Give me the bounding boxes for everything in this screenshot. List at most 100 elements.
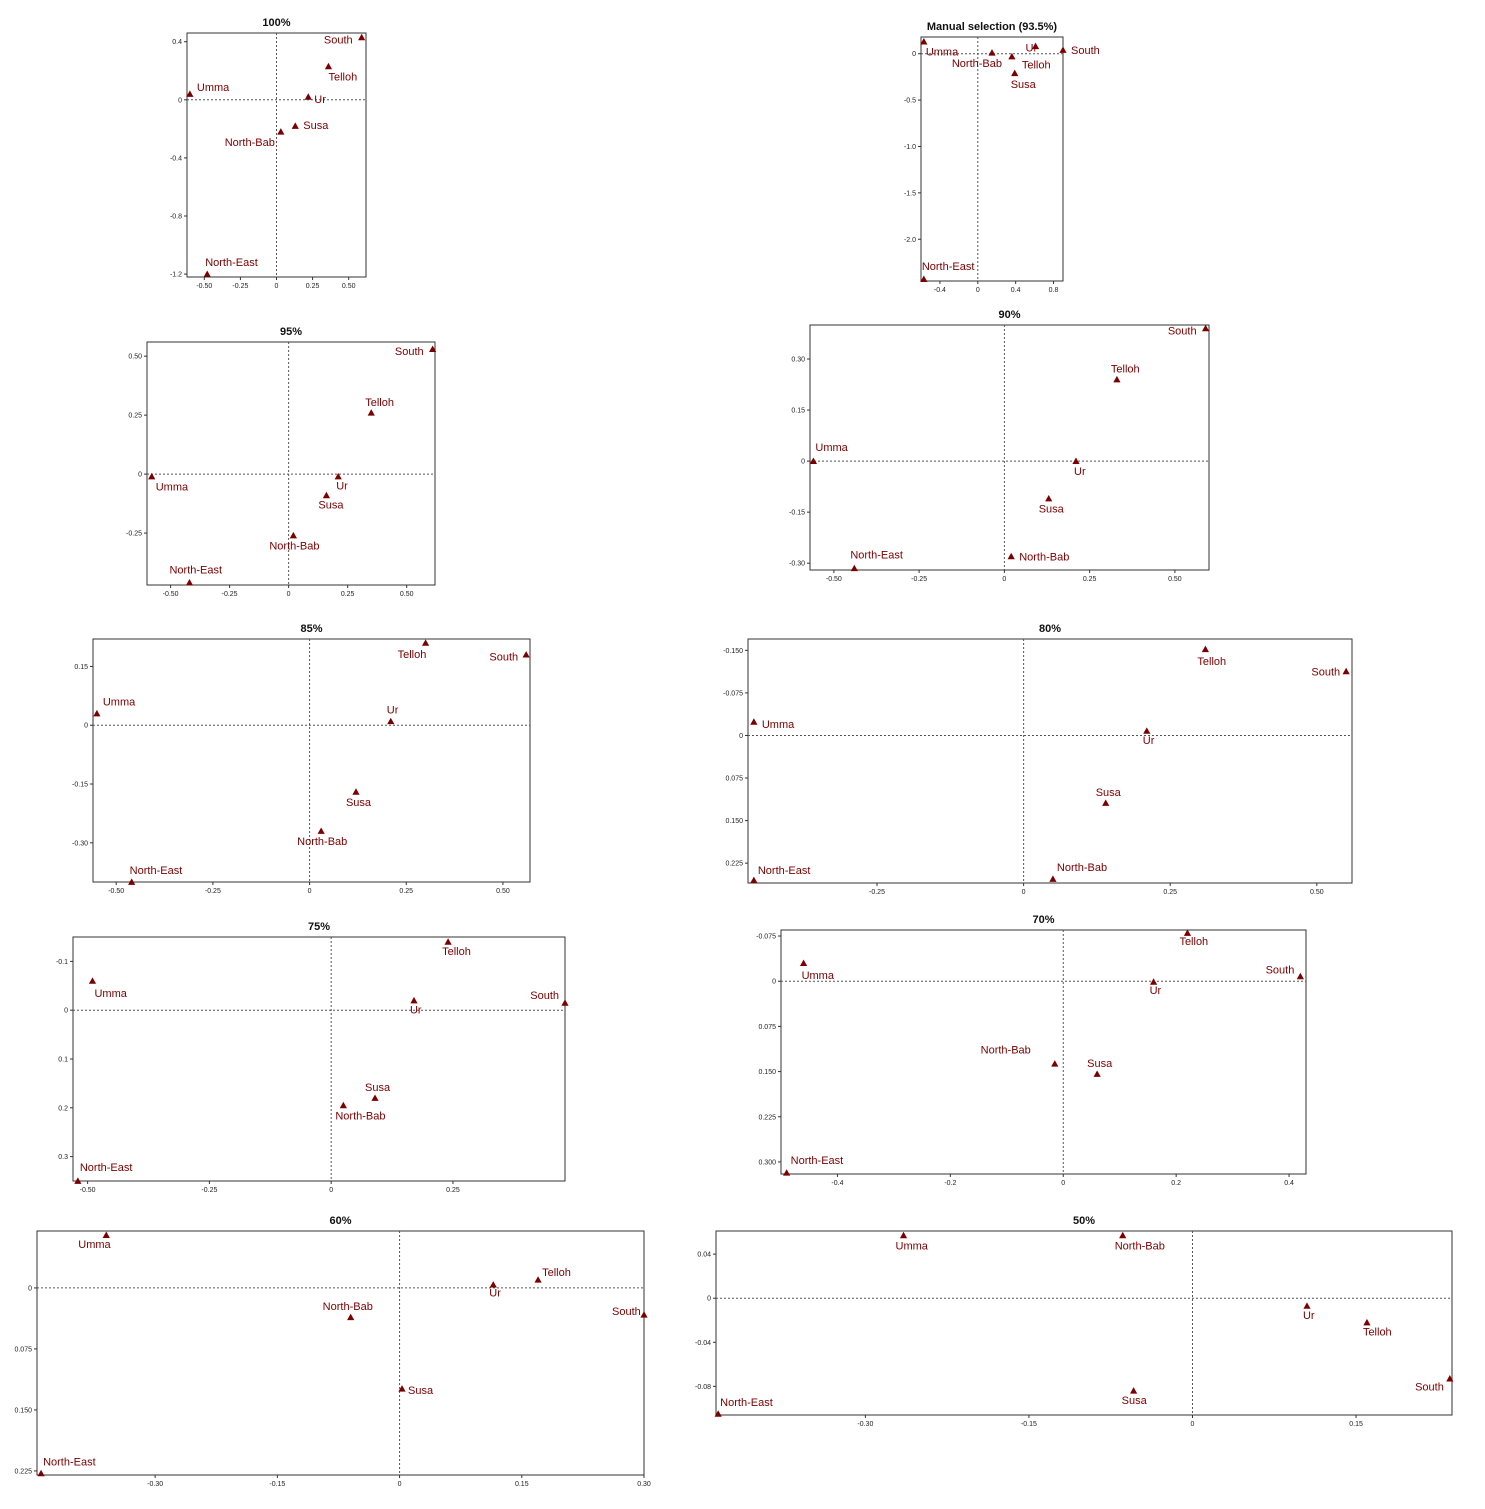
point-marker	[102, 1231, 110, 1238]
panel-title: 100%	[262, 17, 290, 29]
y-tick-label: 0.3	[58, 1154, 68, 1161]
y-tick-label: 0.15	[791, 408, 805, 415]
x-tick-label: 0.4	[1284, 1180, 1294, 1187]
y-tick-label: 0	[801, 459, 805, 466]
plot-frame	[715, 1230, 1453, 1416]
point-marker	[347, 1313, 355, 1321]
point-marker	[203, 270, 211, 277]
x-tick-label: 0	[275, 283, 279, 290]
point-label: Umma	[156, 481, 189, 493]
y-tick-label: 0.075	[758, 1024, 776, 1031]
point-marker	[289, 531, 297, 539]
y-tick-label: 0.225	[14, 1468, 32, 1475]
y-tick-label: 0	[64, 1008, 68, 1015]
point-marker	[1072, 457, 1080, 464]
x-tick-label: 0	[398, 1481, 402, 1488]
x-tick-label: -0.25	[869, 889, 885, 896]
point-marker	[429, 345, 437, 352]
point-label: North-Bab	[335, 1110, 385, 1122]
point-label: North-East	[169, 565, 222, 577]
x-tick-label: 0	[1191, 1421, 1195, 1428]
point-marker	[1045, 494, 1053, 502]
plot-frame	[920, 36, 1064, 282]
point-marker	[74, 1177, 82, 1184]
x-tick-label: 0.25	[1083, 576, 1097, 583]
point-label: North-East	[922, 261, 975, 273]
y-tick-label: 0.1	[58, 1057, 68, 1064]
point-marker	[783, 1169, 791, 1176]
point-label: South	[489, 652, 518, 664]
point-label: Ur	[1303, 1310, 1315, 1322]
point-label: Ur	[314, 94, 326, 106]
point-label: Susa	[1039, 504, 1065, 516]
y-tick-label: 0.150	[725, 818, 743, 825]
y-tick-label: 0.075	[14, 1346, 32, 1353]
point-label: North-Bab	[1057, 862, 1107, 874]
x-tick-label: 0.25	[399, 888, 413, 895]
point-label: South	[324, 34, 353, 46]
panel-title: 60%	[329, 1215, 351, 1227]
plot-frame	[92, 638, 531, 883]
x-tick-label: 0.25	[1163, 889, 1177, 896]
x-tick-label: 0.25	[446, 1187, 460, 1194]
x-tick-label: 0	[1022, 889, 1026, 896]
point-marker	[1059, 46, 1067, 53]
point-label: South	[1311, 666, 1340, 678]
point-marker	[522, 651, 530, 658]
point-marker	[1303, 1302, 1311, 1309]
point-marker	[750, 718, 758, 725]
y-tick-label: 0	[84, 723, 88, 730]
point-marker	[799, 959, 808, 967]
point-label: Ur	[1150, 985, 1162, 997]
point-label: Susa	[1011, 79, 1037, 91]
point-marker	[371, 1094, 379, 1101]
point-label: Susa	[303, 120, 329, 132]
plot-frame	[809, 324, 1210, 571]
y-tick-label: -0.075	[756, 934, 776, 941]
y-tick-label: -0.8	[170, 214, 182, 221]
x-tick-label: -0.15	[1021, 1421, 1037, 1428]
point-marker	[750, 876, 758, 884]
x-tick-label: -0.25	[205, 888, 221, 895]
point-marker	[899, 1231, 908, 1239]
x-tick-label: 0.15	[1349, 1421, 1363, 1428]
point-label: North-Bab	[952, 58, 1002, 70]
point-label: Ur	[1026, 42, 1038, 54]
point-label: South	[1168, 325, 1197, 337]
point-marker	[809, 457, 818, 464]
x-tick-label: 0.50	[1168, 576, 1182, 583]
point-marker	[1149, 978, 1158, 985]
point-marker	[1049, 875, 1057, 882]
y-tick-label: -2.0	[904, 237, 916, 244]
point-label: Umma	[802, 970, 835, 982]
point-marker	[410, 996, 418, 1004]
x-tick-label: -0.2	[944, 1180, 956, 1187]
y-tick-label: 0	[178, 97, 182, 104]
point-label: Umma	[94, 988, 127, 1000]
point-marker	[93, 709, 101, 717]
point-marker	[421, 639, 430, 646]
y-tick-label: 0.4	[172, 39, 182, 46]
x-tick-label: -0.50	[80, 1187, 96, 1194]
y-tick-label: -0.4	[170, 155, 182, 162]
x-tick-label: 0.2	[1171, 1180, 1181, 1187]
point-marker	[1342, 667, 1350, 675]
point-label: Susa	[1087, 1058, 1113, 1070]
point-marker	[88, 977, 97, 984]
y-tick-label: 0.150	[758, 1069, 776, 1076]
point-marker	[1011, 69, 1019, 77]
point-marker	[339, 1101, 347, 1109]
point-label: Umma	[896, 1240, 929, 1252]
point-label: South	[530, 990, 559, 1002]
x-tick-label: 0	[308, 888, 312, 895]
point-marker	[1296, 972, 1304, 980]
point-label: Umma	[78, 1239, 111, 1251]
point-label: Telloh	[442, 946, 471, 958]
x-tick-label: 0	[287, 591, 291, 598]
point-label: Susa	[1122, 1395, 1148, 1407]
point-label: North-East	[850, 549, 903, 561]
point-label: Ur	[387, 704, 399, 716]
